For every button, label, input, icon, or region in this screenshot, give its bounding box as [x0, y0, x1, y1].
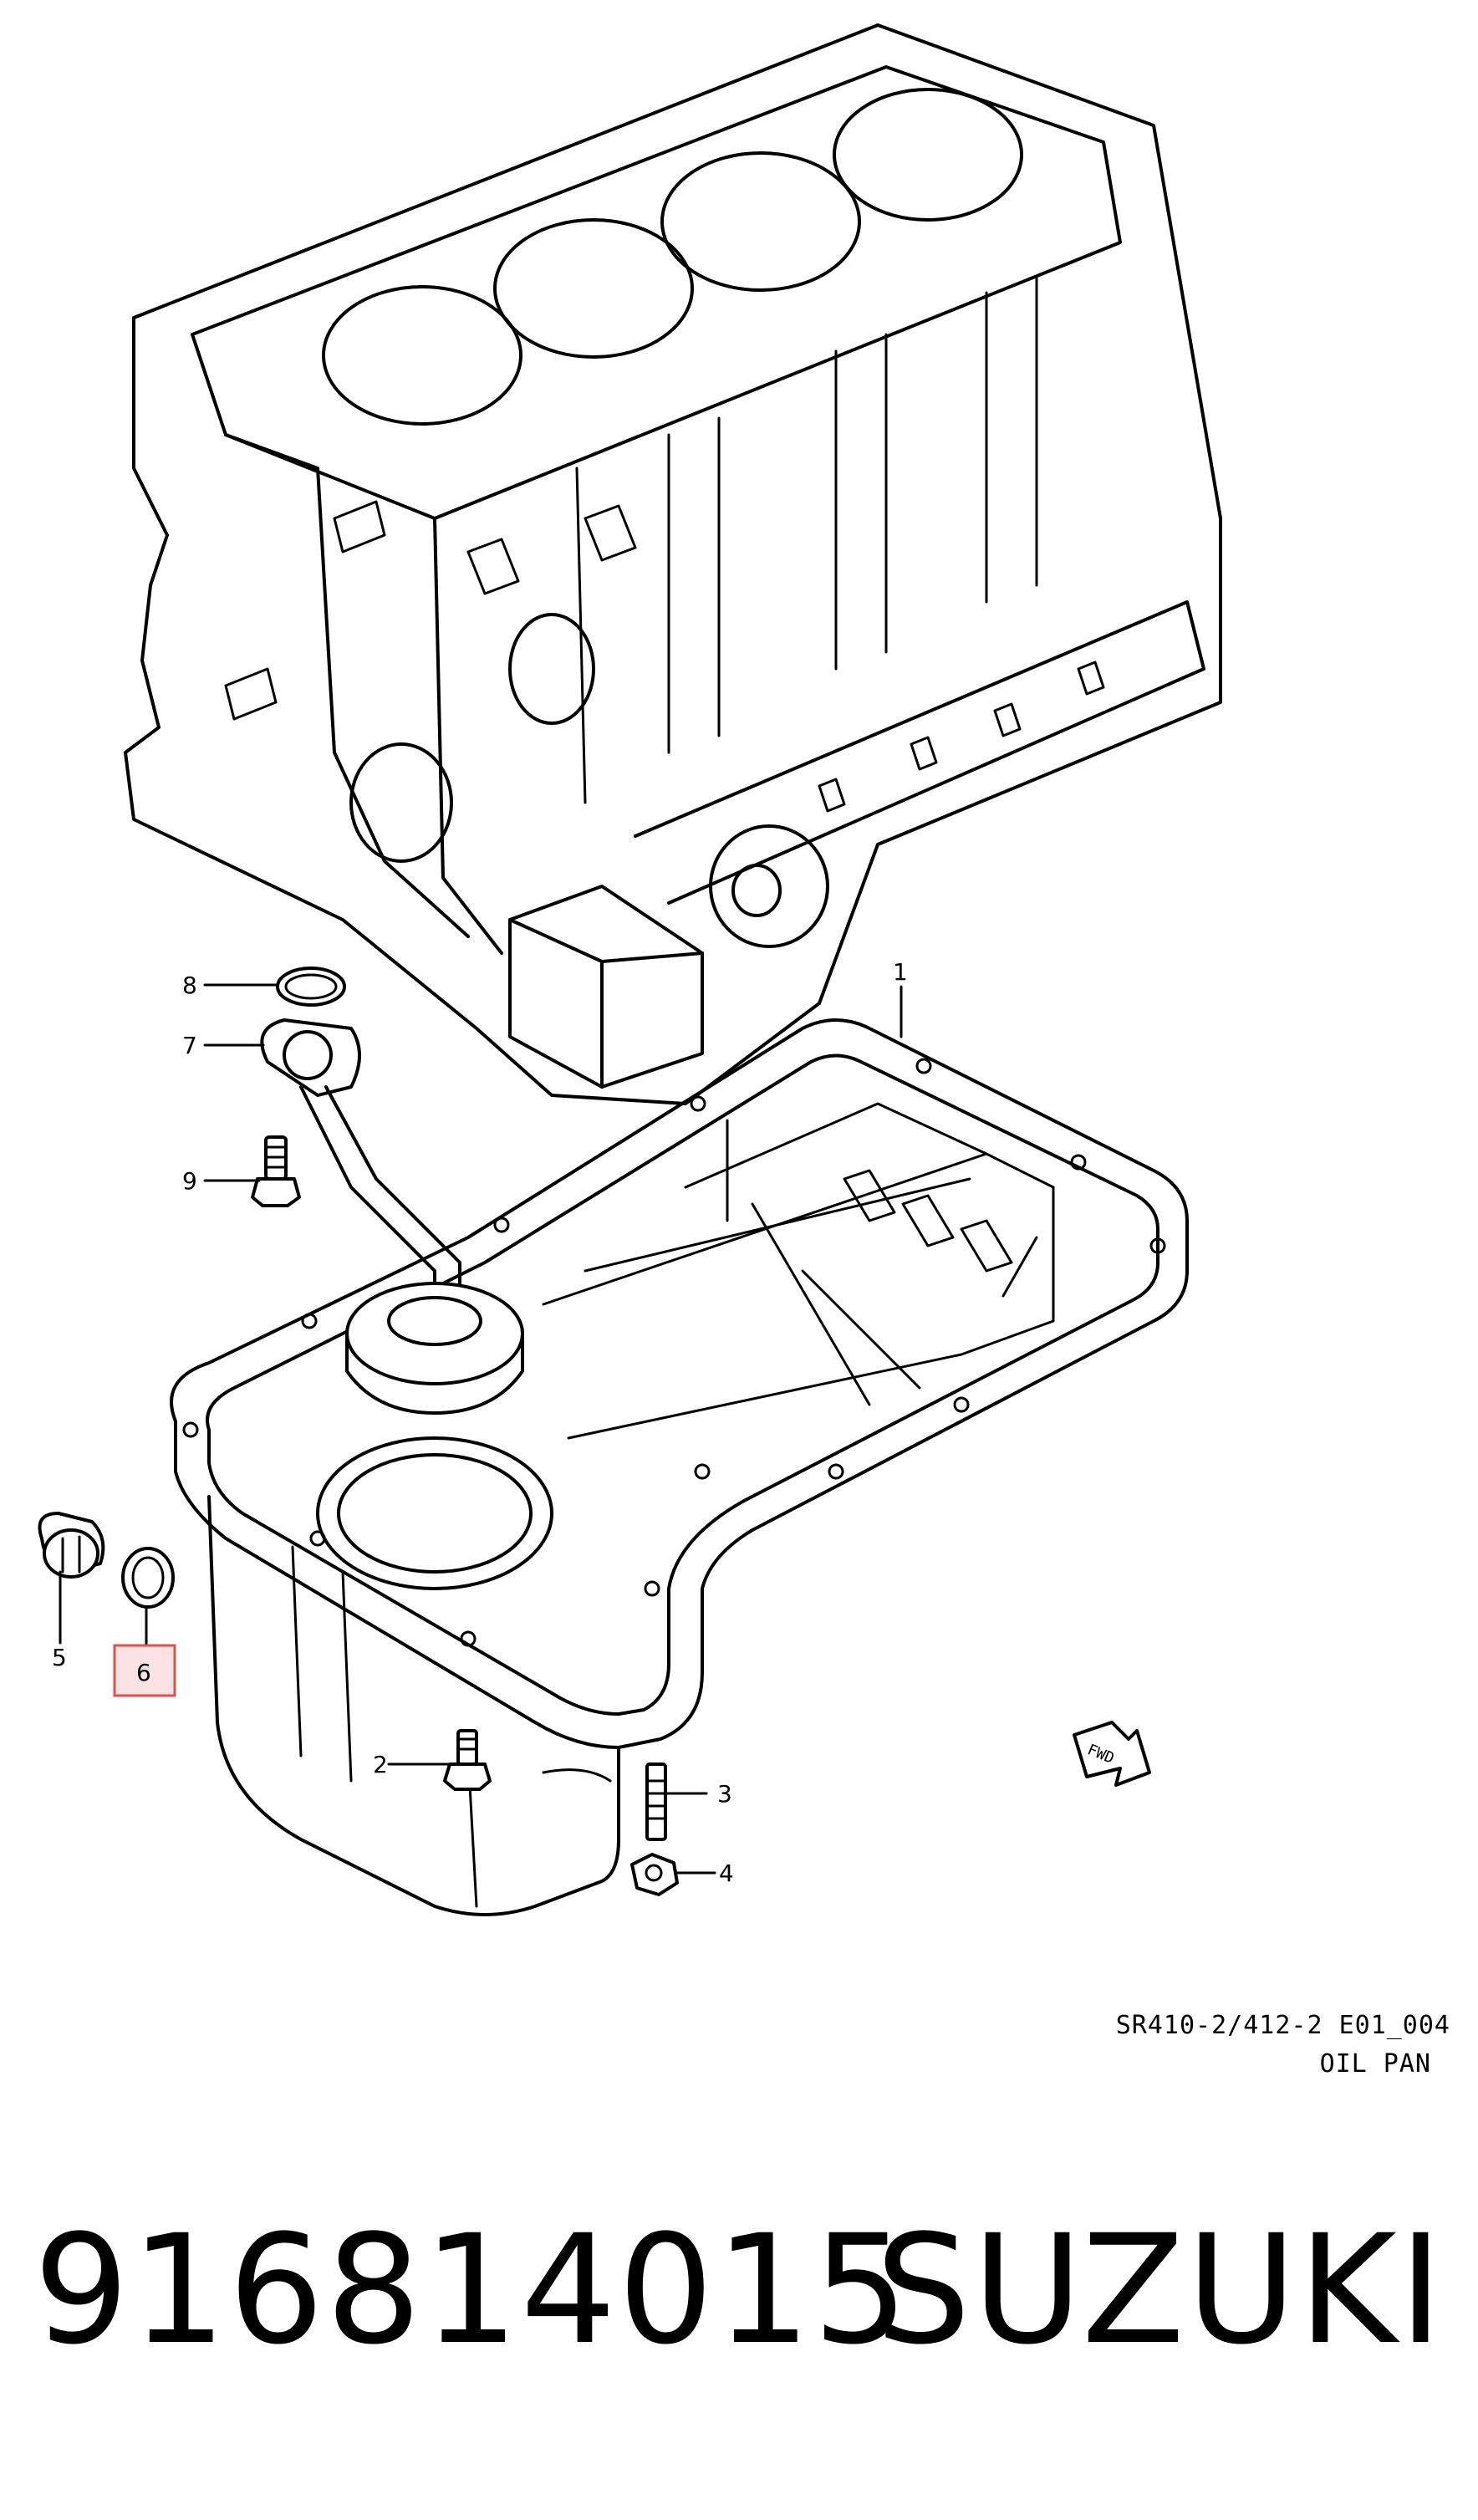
diagram-canvas: FWD 1 2 3 4 5 6 7 8 9 SR410-2/412-2 E01_… — [38, 23, 1450, 2079]
engine-block — [124, 23, 1222, 1105]
bolt-part-2 — [443, 1729, 492, 1791]
highlight-box — [113, 1644, 176, 1697]
cylinder-bore-1 — [322, 285, 522, 426]
callout-2: 2 — [373, 1751, 388, 1778]
forward-direction-arrow: FWD — [1073, 1721, 1151, 1787]
callout-4: 4 — [719, 1859, 734, 1887]
drain-plug-part-5 — [38, 1512, 105, 1579]
callout-7: 7 — [182, 1032, 197, 1059]
callout-5: 5 — [52, 1644, 67, 1671]
o-ring-part-8 — [276, 967, 346, 1007]
reference-code: SR410-2/412-2 E01_004 — [1116, 2011, 1450, 2040]
nut-part-4 — [630, 1853, 679, 1896]
callout-1: 1 — [893, 958, 908, 986]
gasket-part-6 — [121, 1547, 175, 1609]
part-number: 916814015 — [33, 2203, 910, 2378]
oil-pan-exploded-diagram: FWD 1 2 3 4 5 6 7 8 9 SR410-2/412-2 E01_… — [38, 23, 1450, 2079]
reference-title: OIL PAN — [1320, 2049, 1431, 2079]
callout-6: 6 — [136, 1659, 151, 1686]
oil-pan — [170, 1018, 1189, 1916]
cylinder-bore-2 — [493, 218, 694, 359]
callout-numbers: 1 2 3 4 5 6 7 8 9 — [52, 958, 908, 1887]
bolt-part-9 — [251, 1135, 301, 1207]
callout-3: 3 — [717, 1780, 732, 1808]
cylinder-bore-4 — [833, 88, 1023, 222]
brand-name: SUZUKI — [874, 2203, 1445, 2378]
cylinder-bore-3 — [660, 151, 861, 292]
leader-lines — [59, 983, 903, 1875]
stud-part-3 — [645, 1762, 667, 1841]
callout-8: 8 — [182, 972, 197, 999]
sump-opening — [316, 1436, 553, 1590]
oil-strainer — [260, 1018, 524, 1415]
callout-9: 9 — [182, 1167, 197, 1195]
